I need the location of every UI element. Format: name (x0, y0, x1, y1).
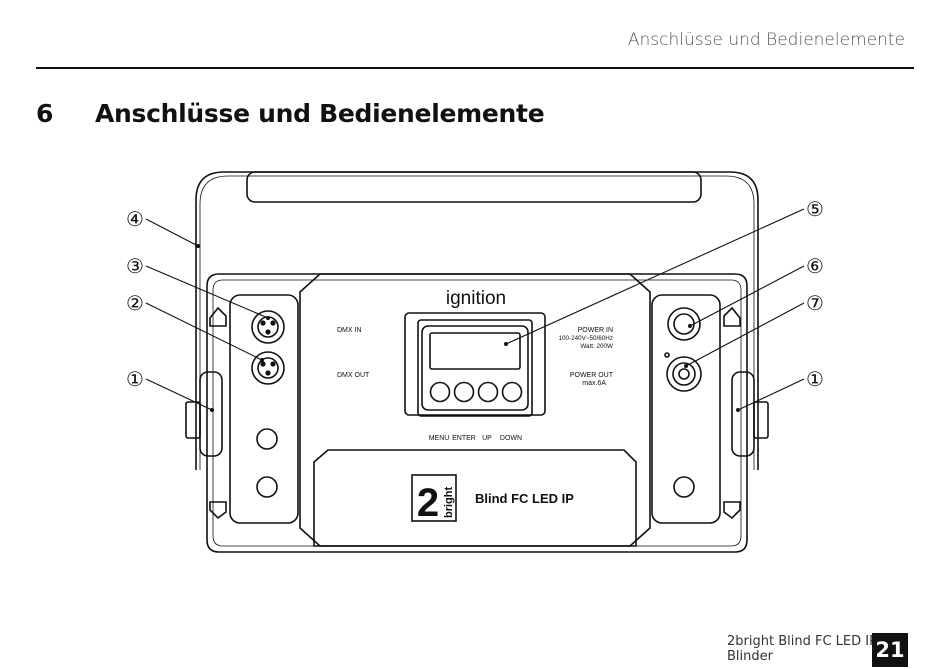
center-panel (299, 273, 651, 547)
dmx-out-connector (251, 351, 285, 385)
callout-4: ④ (126, 207, 144, 231)
dmx-in-connector (251, 310, 285, 344)
callout-6: ⑥ (806, 254, 824, 278)
power-out-label: POWER OUT (570, 372, 614, 379)
left-connector-plate (229, 294, 299, 524)
power-in-voltage: 100-240V~50/60Hz (559, 335, 613, 342)
power-in-watt: Watt: 200W (580, 343, 613, 350)
callout-3: ③ (126, 254, 144, 278)
dmx-in-label: DMX IN (337, 327, 362, 334)
power-out-max: max.6A (582, 380, 606, 387)
power-in-label: POWER IN (578, 327, 613, 334)
footer-product-line2: Blinder (727, 649, 773, 664)
down-button-label: DOWN (500, 435, 522, 442)
logo-word: bright (443, 487, 455, 518)
menu-button-label: MENU (429, 435, 450, 442)
page-number: 21 (872, 633, 908, 667)
lcd-screen (429, 332, 521, 370)
left-plug-bottom (256, 476, 278, 498)
2bright-logo-box (411, 474, 457, 522)
housing (206, 273, 748, 553)
enter-button-label: ENTER (452, 435, 476, 442)
callout-1-left: ① (126, 367, 144, 391)
left-plug-top (256, 428, 278, 450)
model-label: Blind FC LED IP (475, 491, 574, 506)
callout-7: ⑦ (806, 291, 824, 315)
display-module (404, 312, 546, 416)
up-button-label: UP (482, 435, 492, 442)
power-in-connector (667, 307, 701, 341)
ignition-brand: ignition (446, 288, 506, 309)
right-plug (673, 476, 695, 498)
down-button (501, 381, 523, 403)
footer-product-line1: 2bright Blind FC LED IP (727, 634, 877, 649)
right-connector-plate (651, 294, 721, 524)
menu-button (429, 381, 451, 403)
callout-2: ② (126, 291, 144, 315)
power-out-connector (666, 356, 702, 392)
header-rule (36, 67, 914, 69)
left-tilt-knob (199, 371, 223, 457)
up-button (477, 381, 499, 403)
callout-1-right: ① (806, 367, 824, 391)
enter-button (453, 381, 475, 403)
dmx-out-label: DMX OUT (337, 372, 370, 379)
callout-5: ⑤ (806, 197, 824, 221)
chapter-title: Anschlüsse und Bedienelemente (95, 99, 545, 128)
chapter-number: 6 (36, 99, 54, 128)
logo-number: 2 (417, 481, 439, 525)
right-tilt-knob (731, 371, 755, 457)
label-block (313, 449, 637, 547)
footer-product: 2bright Blind FC LED IP Blinder (727, 634, 877, 664)
running-header: Anschlüsse und Bedienelemente (627, 30, 905, 50)
handle-slot (246, 171, 702, 203)
